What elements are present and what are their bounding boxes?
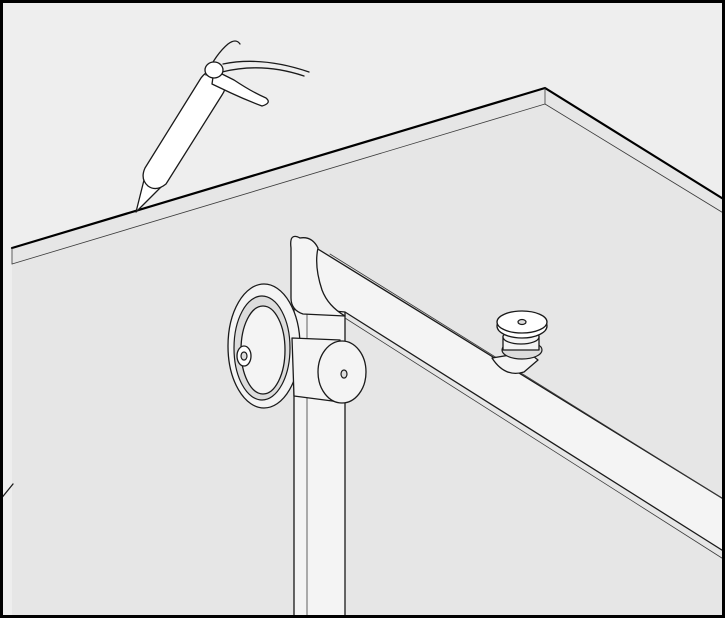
caulking-gun-icon — [135, 40, 310, 213]
glass-clamp-icon — [491, 310, 548, 375]
wall-flange-icon — [227, 283, 367, 409]
shower-glass-panel — [10, 86, 725, 618]
